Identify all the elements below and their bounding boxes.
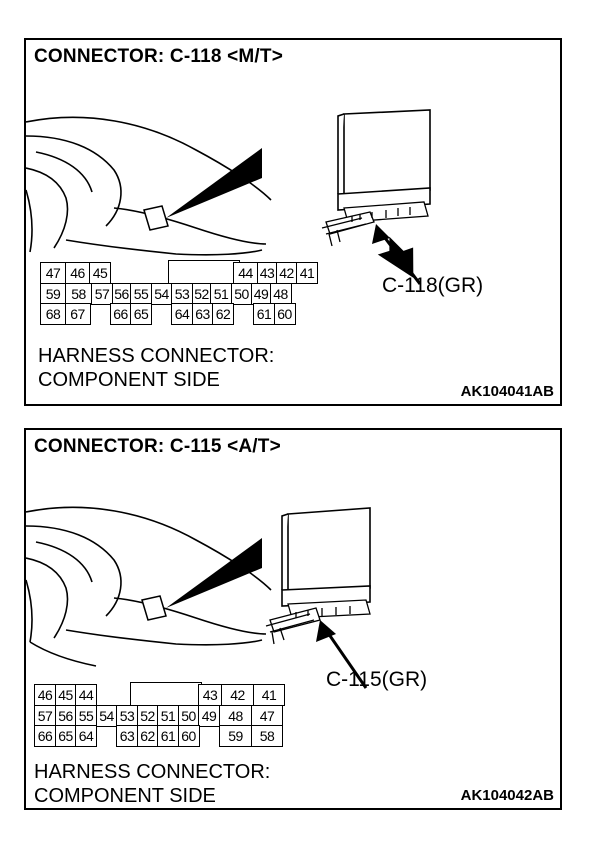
pin-cell: 61	[157, 725, 179, 747]
pin-cavity-empty	[171, 262, 193, 284]
pin-cell: 54	[150, 282, 173, 305]
caption-line-1: HARNESS CONNECTOR:	[34, 761, 271, 783]
pin-cell: 43	[257, 262, 277, 284]
caption-line-2: COMPONENT SIDE	[38, 369, 220, 391]
pin-cell: 49	[198, 704, 220, 727]
pin-cavity-empty	[192, 262, 214, 284]
pin-cavity-empty	[198, 725, 220, 747]
pin-cell: 50	[177, 704, 200, 727]
pin-cavity-empty	[89, 303, 111, 325]
dashboard-illustration	[26, 109, 431, 285]
pin-cell: 46	[64, 262, 91, 284]
pin-cell: 59	[218, 725, 253, 747]
pin-cavity-empty	[110, 262, 132, 284]
pin-cavity-empty	[137, 684, 159, 706]
pin-cell: 65	[54, 725, 77, 747]
caption-line-1: HARNESS CONNECTOR:	[38, 345, 275, 367]
pin-cell: 58	[251, 725, 283, 747]
pin-cell: 57	[91, 282, 113, 305]
pin-cell: 43	[198, 684, 222, 706]
pin-cell: 44	[75, 684, 97, 706]
pin-cell: 46	[34, 684, 56, 706]
pin-cell: 53	[171, 282, 193, 305]
pin-cell: 50	[230, 282, 253, 305]
pin-cavity-empty	[116, 684, 138, 706]
pin-cavity-empty	[151, 262, 173, 284]
pin-cell: 66	[109, 303, 132, 325]
pin-cavity-empty	[96, 725, 118, 747]
pin-cell: 56	[111, 282, 132, 305]
pin-cell: 65	[130, 303, 152, 325]
pin-cell: 63	[116, 725, 138, 747]
pin-cell: 54	[95, 704, 118, 727]
connector-keyway	[130, 682, 202, 706]
pin-cell: 67	[64, 303, 91, 325]
panel-title: CONNECTOR: C-118 <M/T>	[34, 46, 283, 67]
pin-cell: 56	[54, 704, 77, 727]
pin-cell: 53	[116, 704, 138, 727]
pin-cavity-empty	[212, 262, 234, 284]
connector-label: C-115(GR)	[326, 668, 428, 691]
pin-cell: 57	[34, 704, 56, 727]
pin-cavity-empty	[178, 684, 200, 706]
pin-cell: 41	[296, 262, 318, 284]
pin-cell: 60	[273, 303, 296, 325]
pin-cell: 52	[136, 704, 159, 727]
pin-cell: 60	[177, 725, 200, 747]
pin-cell: 48	[218, 704, 253, 727]
pin-cavity-empty	[96, 684, 118, 706]
pin-cell: 52	[191, 282, 212, 305]
pin-cell: 58	[64, 282, 93, 305]
pin-cell: 51	[210, 282, 232, 305]
pin-cavity-empty	[130, 262, 152, 284]
pin-cavity-empty	[151, 303, 173, 325]
pin-cell: 62	[212, 303, 234, 325]
connector-label: C-118(GR)	[382, 274, 484, 297]
ecu-module-icon	[337, 109, 431, 211]
pin-cell: 49	[251, 282, 271, 305]
pin-cell: 64	[171, 303, 193, 325]
connector-panel-c115: CONNECTOR: C-115 <A/T>	[24, 428, 562, 810]
caption: HARNESS CONNECTOR: COMPONENT SIDE	[38, 344, 274, 392]
caption-line-2: COMPONENT SIDE	[34, 785, 216, 807]
connector-keyway	[168, 260, 240, 284]
pin-cell: 63	[191, 303, 214, 325]
dash-connector-icon	[141, 595, 167, 621]
pin-cell: 64	[75, 725, 97, 747]
pin-cell: 68	[40, 303, 66, 325]
pin-cell: 47	[251, 704, 283, 727]
figure-code: AK104041AB	[460, 383, 554, 400]
pin-cell: 45	[89, 262, 111, 284]
dashboard-illustration	[26, 506, 371, 689]
pin-cell: 59	[40, 282, 66, 305]
pin-cell: 55	[130, 282, 152, 305]
pin-cavity-empty	[233, 303, 255, 325]
connector-panel-c118: CONNECTOR: C-118 <M/T>	[24, 38, 562, 406]
pin-cell: 51	[157, 704, 179, 727]
caption: HARNESS CONNECTOR: COMPONENT SIDE	[34, 760, 270, 808]
tcm-module-icon	[281, 507, 371, 607]
pin-cell: 48	[269, 282, 292, 305]
pin-cell: 66	[34, 725, 56, 747]
pin-cell: 61	[253, 303, 275, 325]
figure-code: AK104042AB	[460, 787, 554, 804]
pin-cell: 55	[75, 704, 97, 727]
pin-cell: 62	[136, 725, 159, 747]
dash-connector-icon	[143, 205, 169, 231]
pin-cell: 45	[54, 684, 77, 706]
pin-cell: 44	[232, 262, 259, 284]
pin-cell: 47	[40, 262, 66, 284]
pin-cell: 42	[275, 262, 298, 284]
pin-cavity-empty	[157, 684, 179, 706]
pin-cell: 41	[253, 684, 285, 706]
pin-cell: 42	[220, 684, 255, 706]
panel-title: CONNECTOR: C-115 <A/T>	[34, 436, 281, 457]
